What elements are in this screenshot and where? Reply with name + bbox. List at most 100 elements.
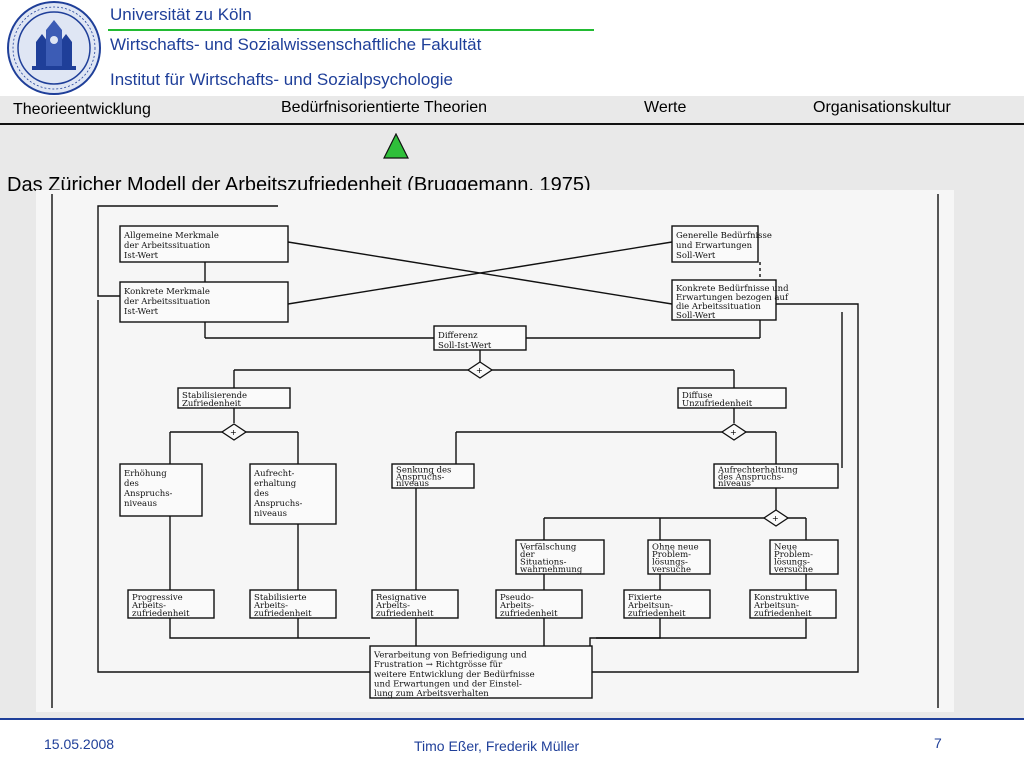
box-text-line: der Arbeitssituation [124, 241, 211, 251]
box-text-line: Arbeits- [499, 601, 534, 611]
box-text-line: Soll-Ist-Wert [438, 341, 492, 351]
box-frame [515, 539, 605, 575]
nav-item-organisationskultur[interactable]: Organisationskultur [813, 99, 951, 116]
decision-node: + [720, 423, 748, 441]
box-text-line: Fixierte [628, 593, 662, 603]
box-text-line: des [254, 489, 269, 499]
box-text-line: Problem- [652, 550, 691, 560]
box-text-line: Arbeits- [375, 601, 410, 611]
nav-item-beduerfnisorientierte-theorien[interactable]: Bedürfnisorientierte Theorien [281, 99, 488, 116]
nav-item-theorieentwicklung[interactable]: Theorieentwicklung [13, 101, 151, 118]
box-text-line: versuche [651, 565, 691, 575]
box-text-line: Diffuse [682, 391, 712, 401]
box-text-line: Zufriedenheit [182, 399, 242, 409]
university-seal-icon [2, 0, 106, 96]
box-text-line: Erhöhung [124, 469, 167, 479]
box-text-line: Konkrete Merkmale [124, 287, 210, 297]
diagram-box-b21: Verarbeitung von Befriedigung undFrustra… [369, 645, 593, 699]
box-text-line: Allgemeine Merkmale [123, 231, 219, 241]
nav-item-werte[interactable]: Werte [644, 99, 687, 116]
footer-date: 15.05.2008 [44, 736, 115, 752]
box-text-line: niveaus [254, 509, 287, 519]
box-text-line: lung zum Arbeitsverhalten [374, 689, 489, 699]
box-text-line: zufriedenheit [132, 609, 190, 619]
decision-node: + [220, 423, 248, 441]
decision-symbol: + [230, 428, 237, 437]
footer: 15.05.2008 Timo Eßer, Frederik Müller 7 [0, 720, 1024, 768]
box-text-line: Unzufriedenheit [682, 399, 753, 409]
box-frame [391, 463, 475, 489]
diagram-box-b18: Pseudo-Arbeits-zufriedenheit [495, 589, 583, 619]
box-text-line: Ist-Wert [124, 307, 159, 317]
box-text-line: Frustration → Richtgrösse für [374, 660, 503, 670]
page-number: 7 [934, 735, 942, 751]
box-text-line: zufriedenheit [254, 609, 312, 619]
box-text-line: wahrnehmung [520, 565, 583, 575]
box-text-line: Resignative [376, 593, 426, 603]
decision-symbol: + [476, 366, 483, 375]
box-text-line: zufriedenheit [500, 609, 558, 619]
box-text-line: der Arbeitssituation [124, 297, 211, 307]
box-text-line: Aufrecht- [253, 469, 295, 479]
box-frame [119, 281, 289, 323]
box-frame [371, 589, 459, 619]
box-text-line: niveaus [124, 499, 157, 509]
box-text-line: Neue [774, 543, 797, 553]
box-text-line: Anspruchs- [123, 489, 173, 499]
box-text-line: zufriedenheit [376, 609, 434, 619]
box-frame [769, 539, 839, 575]
box-text-line: Differenz [438, 331, 478, 341]
box-text-line: Konkrete Bedürfnisse und [676, 284, 789, 294]
box-text-line: und Erwartungen [676, 241, 753, 251]
box-frame [249, 589, 337, 619]
box-text-line: Stabilisierende [182, 391, 247, 401]
box-frame [623, 589, 711, 619]
box-frame [677, 387, 787, 409]
header-divider [108, 29, 594, 31]
box-text-line: zufriedenheit [754, 609, 812, 619]
box-text-line: Konstruktive [754, 593, 809, 603]
box-text-line: Situations- [520, 558, 567, 568]
box-frame [433, 325, 527, 351]
box-text-line: Soll-Wert [676, 251, 716, 261]
box-frame [249, 463, 337, 525]
box-text-line: die Arbeitssituation [676, 302, 761, 312]
box-text-line: Progressive [132, 593, 183, 603]
box-text-line: weitere Entwicklung der Bedürfnisse [374, 670, 535, 680]
box-text-line: Generelle Bedürfnisse [676, 231, 772, 241]
box-text-line: Stabilisierte [254, 593, 307, 603]
decision-node: + [466, 361, 494, 379]
box-frame [495, 589, 583, 619]
box-text-line: Soll-Wert [676, 311, 716, 321]
box-text-line: Verfälschung [519, 543, 577, 553]
decision-symbol: + [730, 428, 737, 437]
box-text-line: Arbeits- [131, 601, 166, 611]
box-text-line: Anspruchs- [253, 499, 303, 509]
box-frame [369, 645, 593, 699]
box-text-line: Verarbeitung von Befriedigung und [373, 651, 527, 661]
box-text-line: Anspruchs- [395, 472, 445, 482]
box-text-line: Arbeitsun- [753, 601, 799, 611]
faculty-name: Wirtschafts- und Sozialwissenschaftliche… [110, 35, 482, 54]
box-text-line: Aufrechterhaltung [717, 466, 798, 476]
box-text-line: erhaltung [254, 479, 297, 489]
box-text-line: zufriedenheit [628, 609, 686, 619]
decision-node: + [762, 509, 790, 527]
box-text-line: Senkung des [396, 466, 451, 476]
footer-authors: Timo Eßer, Frederik Müller [414, 738, 580, 754]
box-frame [177, 387, 291, 409]
box-text-line: Erwartungen bezogen auf [676, 293, 789, 303]
box-text-line: des Anspruchs- [718, 472, 784, 482]
